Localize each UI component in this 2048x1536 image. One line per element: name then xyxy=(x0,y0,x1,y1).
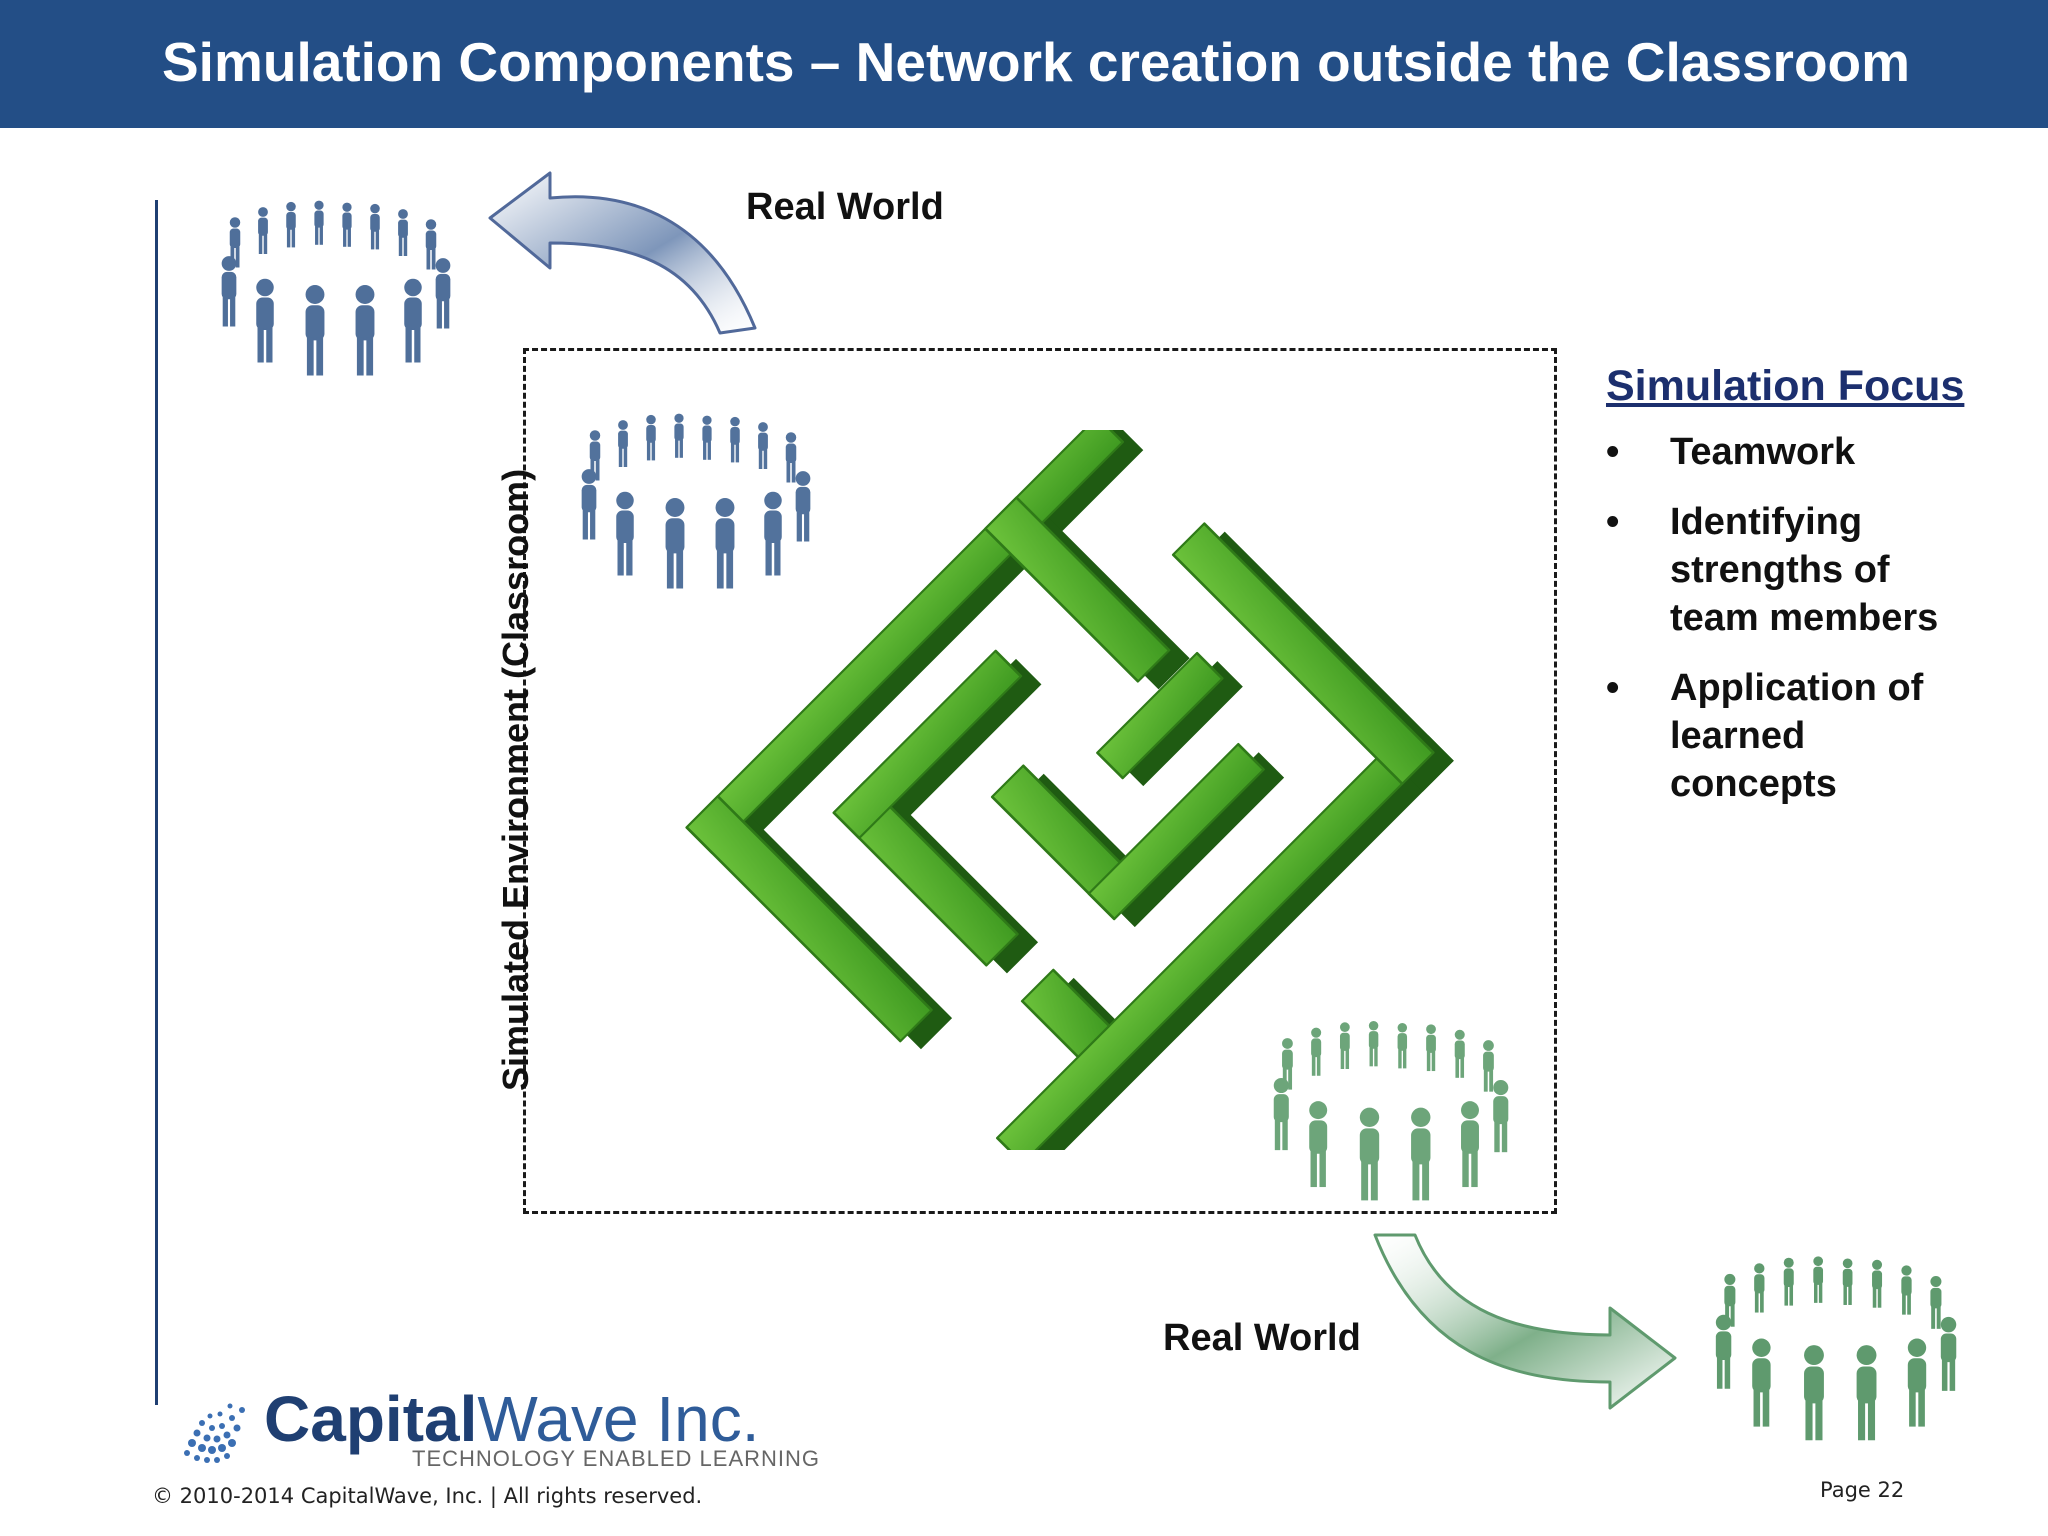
slide-title: Simulation Components – Network creation… xyxy=(162,31,1911,93)
simulation-focus-title: Simulation Focus xyxy=(1606,362,1965,410)
people-circle-green-icon xyxy=(1715,1256,1957,1441)
logo-wordmark: CapitalWave Inc. xyxy=(264,1384,760,1454)
focus-item: • Teamwork xyxy=(1606,428,2026,476)
focus-item-line: team members xyxy=(1670,597,1939,639)
focus-item-line: Teamwork xyxy=(1670,431,1856,473)
logo-name-bold: Capital xyxy=(264,1383,478,1455)
real-world-label-top: Real World xyxy=(746,186,944,228)
page-number: Page 22 xyxy=(1820,1478,1905,1502)
people-circle-green-icon xyxy=(1273,1020,1509,1201)
hedge-maze-icon xyxy=(685,430,1454,1150)
copyright-footer: © 2010-2014 CapitalWave, Inc. | All righ… xyxy=(152,1484,703,1508)
simulated-environment-label: Simulated Environment (Classroom) xyxy=(495,468,536,1092)
bullet-icon: • xyxy=(1606,501,1620,543)
header-bar: Simulation Components – Network creation… xyxy=(0,0,2048,128)
focus-item: • Identifying strengths of team members xyxy=(1606,498,2026,642)
bullet-icon: • xyxy=(1606,431,1620,473)
logo-tagline: TECHNOLOGY ENABLED LEARNING xyxy=(412,1446,821,1471)
real-world-label-bottom: Real World xyxy=(1163,1317,1361,1359)
logo-name-thin: Wave Inc. xyxy=(477,1383,760,1455)
people-circle-blue-icon xyxy=(221,200,451,376)
simulation-focus-list: • Teamwork • Identifying strengths of te… xyxy=(1606,428,2026,808)
focus-item-line: strengths of xyxy=(1670,549,1890,591)
focus-item-line: Identifying xyxy=(1670,501,1863,543)
left-rule xyxy=(155,200,158,1405)
bullet-icon: • xyxy=(1606,667,1620,709)
focus-item-line: concepts xyxy=(1670,763,1837,805)
curved-arrow-right-icon xyxy=(1373,1233,1677,1410)
focus-item: • Application of learned concepts xyxy=(1606,664,2026,808)
globe-dots-logo-icon xyxy=(184,1403,245,1463)
simulation-focus-panel: Simulation Focus • Teamwork • Identifyin… xyxy=(1606,360,2026,830)
focus-item-line: learned xyxy=(1670,715,1806,757)
simulated-environment-box xyxy=(523,348,1557,1214)
curved-arrow-left-icon xyxy=(488,171,757,335)
focus-item-line: Application of xyxy=(1670,667,1924,709)
capitalwave-logo: CapitalWave Inc. TECHNOLOGY ENABLED LEAR… xyxy=(172,1378,819,1478)
